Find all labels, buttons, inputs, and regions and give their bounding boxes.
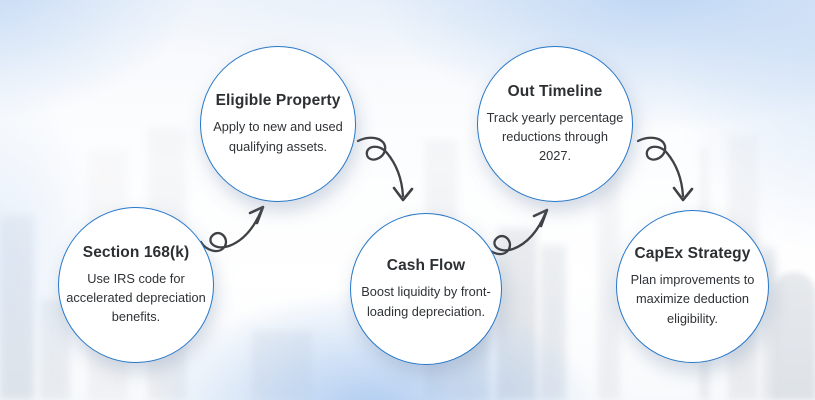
step-circle-section-168k: Section 168(k) Use IRS code for accelera… [58,207,214,363]
step-circle-capex-strategy: CapEx Strategy Plan improvements to maxi… [616,210,769,363]
curved-arrow-down-icon [636,136,694,202]
curved-arrow-up-icon [483,208,549,256]
step-circle-out-timeline: Out Timeline Track yearly percentage red… [477,46,633,202]
step-heading: Out Timeline [507,82,603,100]
curved-arrow-down-icon [356,136,414,202]
step-heading: Eligible Property [215,92,341,110]
curved-arrow-up-icon [199,205,265,253]
step-heading: Section 168(k) [82,243,190,261]
step-description: Apply to new and used qualifying assets. [213,119,343,154]
step-circle-cash-flow: Cash Flow Boost liquidity by front-loadi… [350,213,502,365]
step-description: Use IRS code for accelerated depreciatio… [66,270,206,325]
step-circle-eligible-property: Eligible Property Apply to new and used … [200,46,356,202]
step-heading: CapEx Strategy [634,245,751,263]
step-description: Track yearly percentage reductions throu… [486,109,624,164]
step-description: Boost liquidity by front-loading depreci… [361,284,491,319]
step-description: Plan improvements to maximize deduction … [630,272,755,326]
step-heading: Cash Flow [386,257,466,275]
